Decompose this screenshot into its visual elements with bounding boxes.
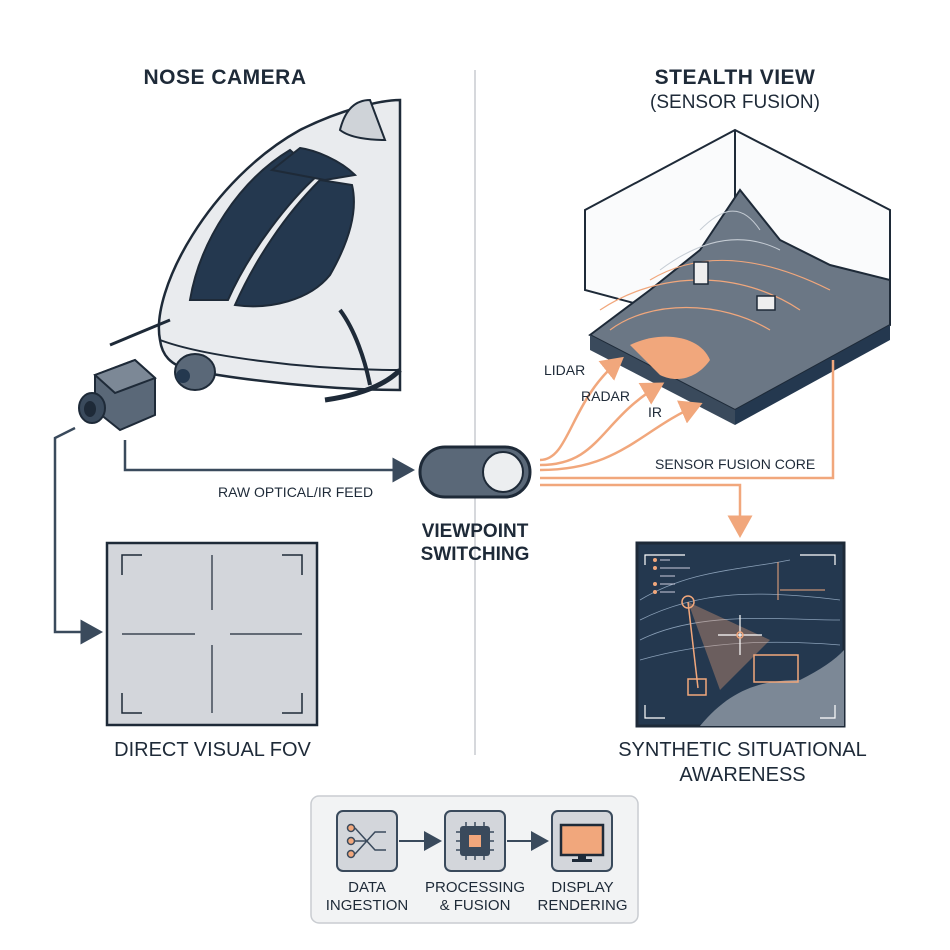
stealth-view-title: STEALTH VIEW	[654, 66, 816, 89]
direct-visual-fov-frame	[105, 541, 319, 727]
viewpoint-switching-label: VIEWPOINT SWITCHING	[395, 520, 555, 566]
raw-feed-arrow	[123, 440, 415, 483]
nose-camera-title: NOSE CAMERA	[143, 66, 307, 89]
direct-visual-fov-caption: DIRECT VISUAL FOV	[114, 739, 311, 761]
step-line1: DISPLAY	[551, 879, 614, 896]
processor-chip-icon	[456, 822, 494, 860]
pipeline-panel-art	[310, 795, 639, 924]
stealth-view-subtitle: (SENSOR FUSION)	[650, 92, 820, 113]
sensor-arrows	[539, 356, 835, 538]
pipeline-step-processing-fusion: PROCESSING & FUSION	[420, 879, 530, 915]
helicopter-nose-illustration	[109, 98, 402, 403]
data-ingestion-icon	[346, 823, 386, 859]
pipeline-step-data-ingestion: DATA INGESTION	[322, 879, 412, 915]
raw-feed-label: RAW OPTICAL/IR FEED	[218, 484, 374, 500]
caption-line2: AWARENESS	[679, 764, 806, 786]
sensor-fusion-core-label: SENSOR FUSION CORE	[655, 456, 816, 472]
viewpoint-toggle-switch	[418, 445, 532, 499]
step-line2: RENDERING	[537, 897, 628, 914]
sensor-label-radar: RADAR	[581, 388, 631, 404]
pipeline-step-display-rendering: DISPLAY RENDERING	[535, 879, 630, 915]
step-line1: DATA	[348, 879, 386, 896]
camera-icon	[78, 358, 157, 432]
fov-arrow	[53, 426, 103, 645]
sensor-label-lidar: LIDAR	[544, 362, 586, 378]
monitor-icon	[559, 823, 605, 862]
synthetic-awareness-caption: SYNTHETIC SITUATIONAL AWARENESS	[610, 738, 875, 788]
synthetic-hud-display	[635, 541, 846, 728]
step-line1: PROCESSING	[424, 879, 526, 896]
step-line2: INGESTION	[325, 897, 409, 914]
sensor-label-ir: IR	[648, 404, 662, 420]
caption-line1: SYNTHETIC SITUATIONAL	[618, 739, 867, 761]
stealth-view-terrain-cube	[584, 128, 891, 425]
switch-label-line2: SWITCHING	[420, 544, 530, 565]
switch-label-line1: VIEWPOINT	[421, 521, 529, 542]
step-line2: & FUSION	[439, 897, 511, 914]
